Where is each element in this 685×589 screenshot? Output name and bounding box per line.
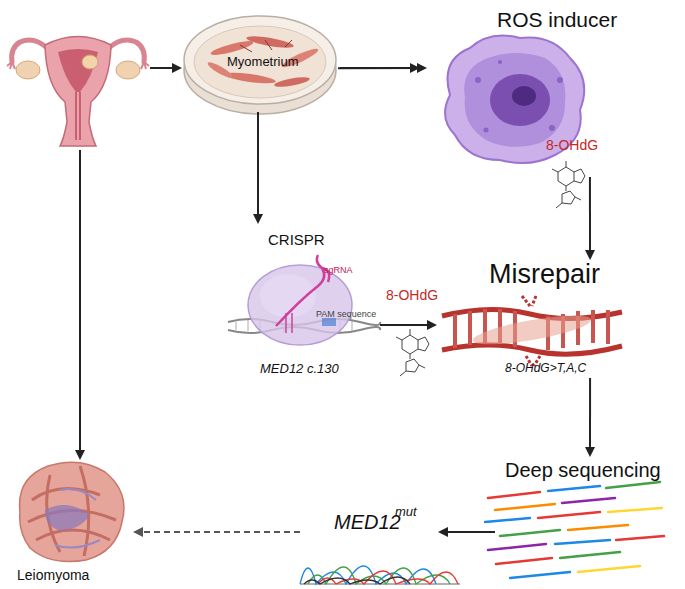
flow-arrow	[135, 531, 300, 533]
node-text: PAM sequence	[316, 310, 376, 320]
cas9-illustration	[228, 255, 380, 345]
flow-arrow	[338, 67, 425, 69]
flow-arrow	[150, 67, 180, 69]
sequencing-reads	[485, 482, 664, 578]
edge-label: 8-OHdG	[546, 138, 598, 153]
chromatogram	[300, 566, 460, 584]
node-text: Myometrium	[227, 55, 299, 69]
misrepair-node: Misrepair 8-OHdG>T,A,C	[435, 258, 625, 378]
molecule-structure	[396, 329, 429, 376]
node-text: 8-OHdG>T,A,C	[505, 362, 586, 375]
mutation-node: MED12mut	[300, 505, 440, 588]
node-text: CRISPR	[268, 232, 325, 249]
flow-arrow	[79, 150, 81, 458]
crispr-node: CRISPR sgRNA PAM sequenceMED12 c.130	[220, 222, 380, 378]
dna-ladder	[442, 296, 622, 366]
node-text: Misrepair	[489, 260, 600, 290]
edge-label: 8-OHdG	[386, 288, 438, 303]
node-text: Deep sequencing	[505, 459, 661, 481]
leiomyoma-node: Leiomyoma	[5, 460, 135, 589]
petri-dish	[184, 16, 336, 114]
node-text: Leiomyoma	[17, 568, 89, 583]
node-text: ROS inducer	[497, 8, 617, 31]
flow-arrow	[589, 378, 591, 455]
molecule-structure	[552, 161, 585, 208]
flow-arrow	[380, 324, 435, 326]
flow-arrow	[257, 112, 259, 222]
leiomyoma-illustration	[20, 462, 124, 561]
node-text: MED12 c.130	[260, 362, 339, 376]
cell-node: ROS inducer	[425, 5, 650, 177]
uterus-illustration	[7, 37, 149, 147]
sequencing-node: Deep sequencing	[495, 455, 665, 585]
node-text: sgRNA	[324, 266, 353, 276]
flow-arrow	[340, 67, 418, 69]
node-text: MED12	[334, 511, 401, 533]
petri-dish-node: Myometrium	[183, 10, 338, 112]
flow-arrow	[589, 177, 591, 258]
flow-arrow	[440, 531, 495, 533]
node-text: mut	[395, 505, 417, 519]
